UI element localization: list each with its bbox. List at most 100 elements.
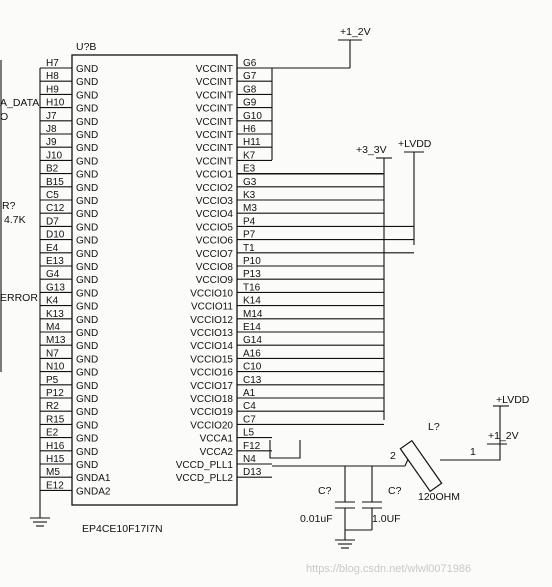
left-pin-number: K13	[46, 309, 64, 320]
inductor-ref: L?	[428, 421, 440, 433]
v12-top-label: +1_2V	[340, 26, 371, 38]
right-pin-number: H6	[243, 124, 256, 135]
right-pin-number: H11	[243, 137, 261, 148]
left-pin-name: GND	[76, 90, 98, 101]
right-pin-name: VCCIO14	[190, 341, 233, 352]
cap-ground-symbol	[335, 539, 355, 549]
right-pin-name: VCCIO12	[190, 315, 233, 326]
cap2-symbol	[345, 466, 382, 531]
v33-power-symbol	[376, 157, 392, 420]
left-pin-name: GND	[76, 236, 98, 247]
left-pin-name: GND	[76, 354, 98, 365]
left-pin-number: N7	[46, 348, 59, 359]
left-pin-name: GND	[76, 130, 98, 141]
right-pin-number: P7	[243, 230, 256, 241]
right-pin-number: A1	[243, 388, 256, 399]
left-pin-number: R15	[46, 414, 65, 425]
right-pin-number: K7	[243, 150, 256, 161]
right-pin-number: L5	[243, 428, 255, 439]
left-pin-number: K4	[46, 296, 59, 307]
left-pin-number: P12	[46, 388, 64, 399]
left-pin-name: GND	[76, 381, 98, 392]
right-pin-name: VCCD_PLL1	[176, 460, 234, 471]
left-pin-name: GND	[76, 460, 98, 471]
left-pin-name: GND	[76, 434, 98, 445]
right-pin-name: VCCIO8	[196, 262, 234, 273]
cap2-ref: C?	[388, 485, 402, 497]
part-name: EP4CE10F17I7N	[82, 523, 163, 535]
left-pin-number: H8	[46, 71, 59, 82]
right-pin-number: G9	[243, 98, 257, 109]
right-pin-name: VCCINT	[196, 90, 233, 101]
right-pin-number: G3	[243, 177, 257, 188]
left-pin-number: P5	[46, 375, 59, 386]
v12-top-power-symbol	[338, 39, 362, 68]
right-pin-number: K3	[243, 190, 256, 201]
cap1-symbol	[335, 466, 355, 540]
left-pin-name: GND	[76, 170, 98, 181]
inductor-pin2: 2	[390, 450, 396, 462]
left-pin-name: GND	[76, 104, 98, 115]
right-pin-number: P4	[243, 216, 256, 227]
right-pin-number: T1	[243, 243, 255, 254]
cap2-value: 1.0UF	[372, 513, 401, 525]
left-pin-number: H10	[46, 98, 65, 109]
right-pin-name: VCCIO16	[190, 368, 233, 379]
left-pin-name: GND	[76, 262, 98, 273]
left-pin-number: B15	[46, 177, 64, 188]
left-pin-number: J7	[46, 111, 57, 122]
left-pin-name: GND	[76, 420, 98, 431]
left-pin-name: GND	[76, 143, 98, 154]
left-pin-name: GND	[76, 368, 98, 379]
part-ref: U?B	[76, 41, 96, 53]
right-pin-number: G8	[243, 84, 257, 95]
left-pin-name: GND	[76, 302, 98, 313]
resistor-ref: R?	[2, 200, 16, 212]
left-pin-name: GNDA2	[76, 486, 111, 497]
left-pin-number: E2	[46, 428, 59, 439]
left-pin-group: H7GNDH8GNDH9GNDH10GNDJ7GNDJ8GNDJ9GNDJ10G…	[40, 58, 111, 497]
left-pin-name: GND	[76, 341, 98, 352]
right-pin-name: VCCIO6	[196, 236, 234, 247]
left-pin-number: M5	[46, 467, 60, 478]
left-pin-number: M13	[46, 335, 66, 346]
lvdd-top-label: +LVDD	[398, 138, 432, 150]
left-pin-name: GND	[76, 447, 98, 458]
right-pin-number: A16	[243, 348, 261, 359]
left-pin-name: GND	[76, 407, 98, 418]
right-pin-name: VCCINT	[196, 156, 233, 167]
right-pin-name: VCCIO17	[190, 381, 233, 392]
lvdd-right-label: +LVDD	[496, 394, 530, 406]
left-pin-name: GND	[76, 275, 98, 286]
right-pin-number: D13	[243, 467, 262, 478]
right-pin-number: N4	[243, 454, 256, 465]
right-pin-number: G6	[243, 58, 257, 69]
left-pin-number: D10	[46, 230, 65, 241]
right-pin-name: VCCINT	[196, 104, 233, 115]
left-pin-number: B2	[46, 164, 59, 175]
ground-symbol	[30, 517, 50, 527]
right-pin-number: P13	[243, 269, 261, 280]
left-pin-number: H15	[46, 454, 65, 465]
left-pin-number: R2	[46, 401, 59, 412]
left-pin-name: GND	[76, 196, 98, 207]
error-label: ERROR	[0, 292, 38, 304]
right-pin-number: G10	[243, 111, 262, 122]
left-pin-name: GND	[76, 77, 98, 88]
right-pin-number: E3	[243, 164, 256, 175]
left-pin-name: GND	[76, 315, 98, 326]
right-pin-name: VCCD_PLL2	[176, 473, 234, 484]
right-pin-group: VCCINTG6VCCINTG7VCCINTG8VCCINTG9VCCINTG1…	[176, 58, 414, 484]
right-pin-name: VCCIO4	[196, 209, 234, 220]
fpga-symbol-body	[71, 54, 238, 506]
lvdd-right-power-symbol	[493, 405, 509, 412]
left-pin-number: H9	[46, 84, 59, 95]
left-pin-number: E4	[46, 243, 59, 254]
right-pin-number: C7	[243, 414, 256, 425]
right-pin-name: VCCIO18	[190, 394, 233, 405]
right-pin-name: VCCIO10	[190, 288, 233, 299]
inductor-symbol	[399, 412, 501, 493]
lvdd-top-power-symbol	[404, 151, 424, 245]
left-pin-number: D7	[46, 216, 59, 227]
a-data-label: A_DATA	[0, 97, 39, 109]
